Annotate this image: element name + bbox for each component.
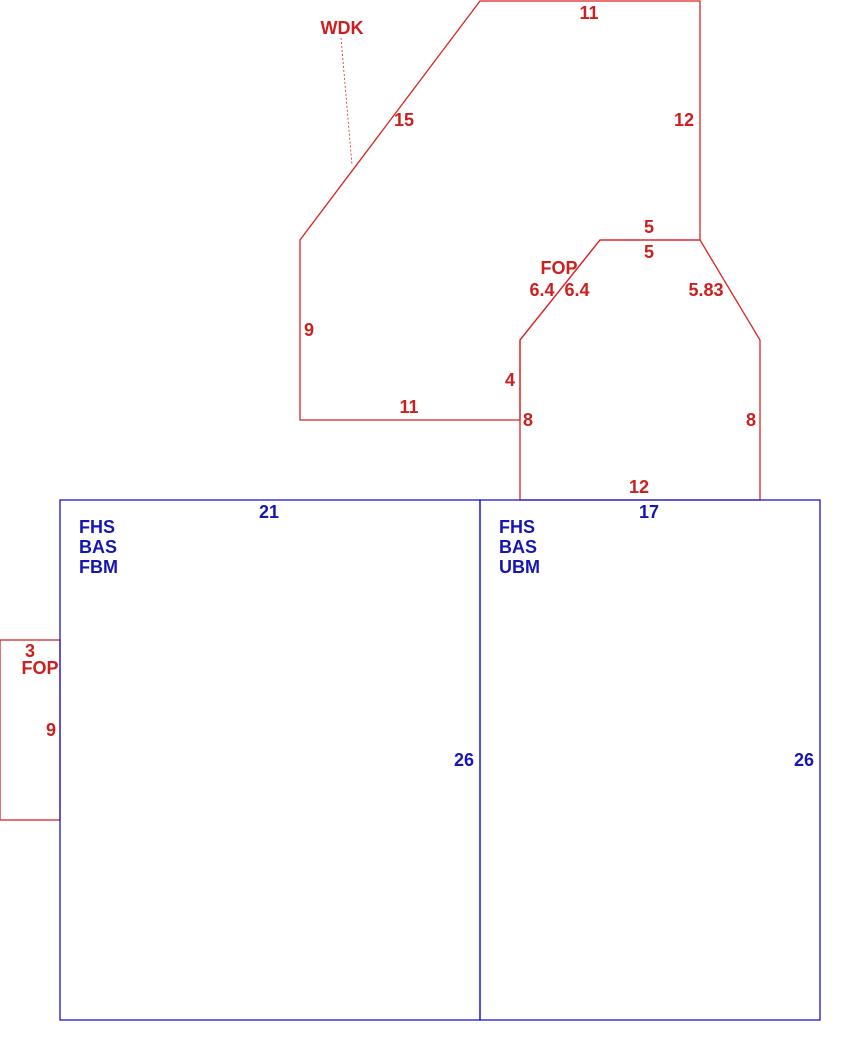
- fop-upper-code-label: FOP: [540, 258, 577, 278]
- fop-upper-bottom-dimension: 12: [629, 477, 649, 497]
- fop-upper-right-dimension: 8: [746, 410, 756, 430]
- wdk-step-dimension: 4: [505, 370, 515, 390]
- main-left-code-3: FBM: [79, 557, 118, 577]
- main-right-code-1: FHS: [499, 517, 535, 537]
- fop-upper-left-diag-outer: 6.4: [529, 280, 554, 300]
- main-left-outline: [59, 499, 481, 1021]
- fop-upper-left-dimension: 8: [523, 410, 533, 430]
- main-right-right-dimension: 26: [794, 750, 814, 770]
- fop-upper-outline: [519, 239, 761, 501]
- wdk-top-dimension: 11: [579, 3, 598, 23]
- main-right-top-dimension: 17: [639, 502, 659, 522]
- main-left-code-2: BAS: [79, 537, 117, 557]
- main-right-outline: [479, 499, 821, 1021]
- wdk-outline: [299, 0, 701, 421]
- main-left-top-dimension: 21: [259, 502, 279, 522]
- wdk-left-dimension: 9: [304, 320, 314, 340]
- wdk-diagonal-dimension: 15: [394, 110, 414, 130]
- main-right-code-2: BAS: [499, 537, 537, 557]
- main-right-code-3: UBM: [499, 557, 540, 577]
- fop-upper-top-dimension: 5: [644, 242, 654, 262]
- fop-upper-left-diag-inner: 6.4: [564, 280, 589, 300]
- main-left-code-1: FHS: [79, 517, 115, 537]
- fop-left-width-dimension: 3: [25, 641, 35, 661]
- main-left-right-dimension: 26: [454, 750, 474, 770]
- wdk-right-dimension: 12: [674, 110, 694, 130]
- wdk-notch-dimension: 5: [644, 217, 654, 237]
- fop-left-height-dimension: 9: [46, 720, 56, 740]
- fop-left-code-label: FOP: [21, 658, 58, 678]
- fop-upper-right-diag: 5.83: [688, 280, 723, 300]
- wdk-code-label: WDK: [321, 18, 364, 38]
- wdk-leader-line: [340, 37, 353, 166]
- wdk-bottom-dimension: 11: [399, 397, 418, 417]
